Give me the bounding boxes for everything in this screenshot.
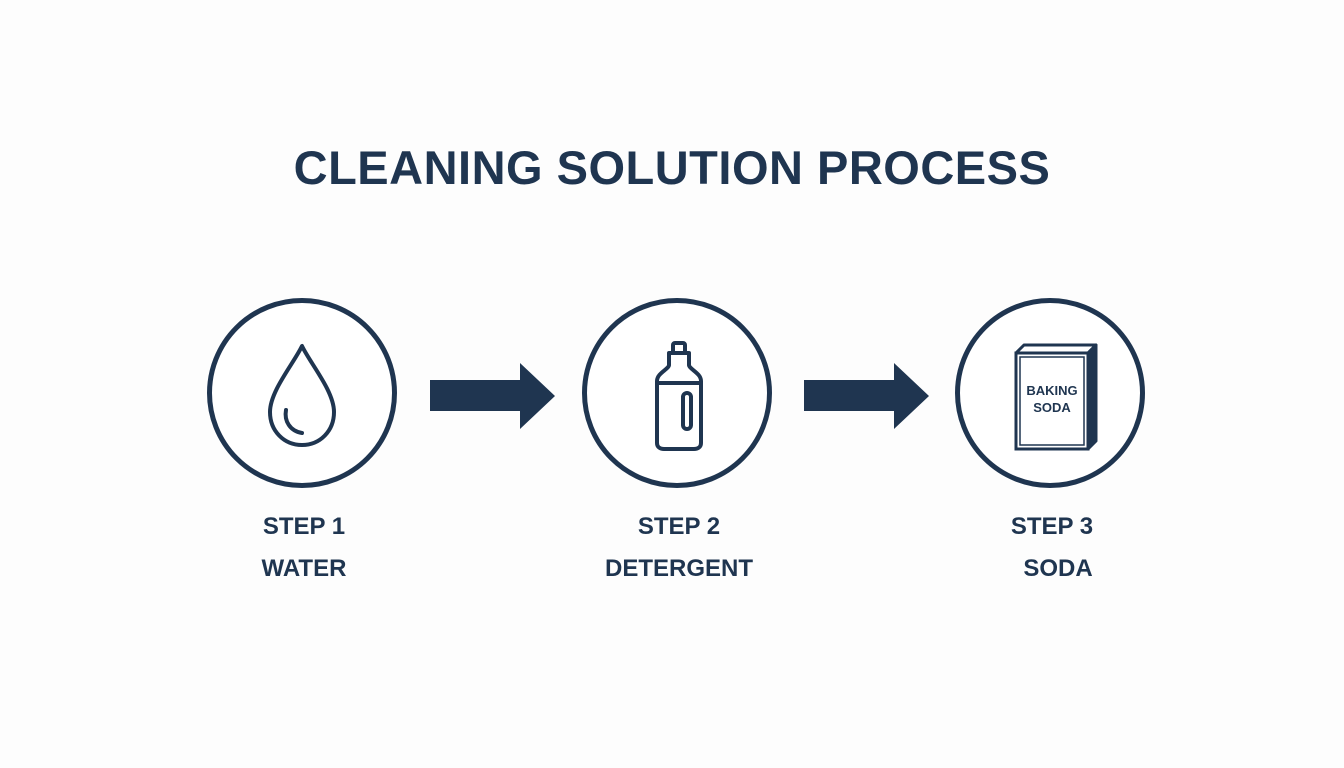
box-label-line1: BAKING: [1026, 383, 1077, 398]
step-1-name: WATER: [261, 555, 347, 582]
step-1-number: STEP 1: [262, 513, 346, 540]
step-2-name: DETERGENT: [604, 555, 753, 582]
step-2-circle: [582, 298, 772, 488]
arrow-right-icon: [430, 363, 555, 429]
diagram-title: CLEANING SOLUTION PROCESS: [293, 141, 1051, 194]
detergent-bottle-icon: [655, 341, 703, 451]
step-1-circle: [207, 298, 397, 488]
step-2-number: STEP 2: [637, 513, 721, 540]
water-drop-icon: [268, 344, 336, 447]
step-3-circle: BAKING SODA: [955, 298, 1145, 488]
arrow-right-icon: [804, 363, 929, 429]
box-label-line2: SODA: [1033, 400, 1071, 415]
step-3-name: SODA: [1023, 555, 1093, 582]
step-3-number: STEP 3: [1010, 513, 1094, 540]
baking-soda-box-icon: BAKING SODA: [1014, 343, 1098, 451]
